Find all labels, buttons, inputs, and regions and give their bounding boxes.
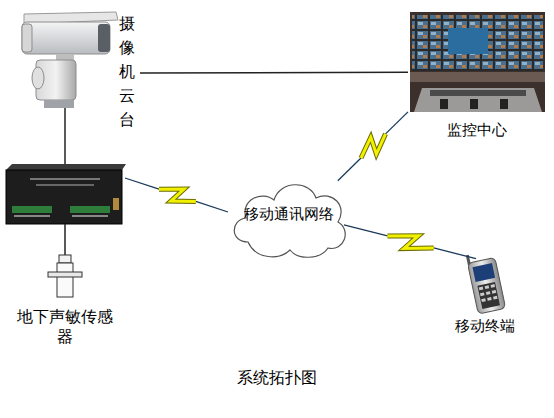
mobile-phone	[466, 250, 506, 315]
lightning-bolt	[388, 236, 434, 249]
lightning-bolt	[361, 134, 386, 158]
connector-line	[344, 225, 388, 236]
lightning-outline	[361, 134, 386, 158]
camera-wire	[64, 108, 66, 166]
lightning-outline	[388, 236, 434, 249]
figure-caption: 系统拓扑图	[0, 368, 554, 388]
wireless-connector	[344, 225, 476, 259]
ptz-camera	[22, 12, 118, 108]
connector-line	[338, 158, 361, 181]
terminal-node: 移动终端	[440, 252, 530, 336]
monitor-center-node: 监控中心	[408, 12, 546, 140]
node-label: 移动通讯网络	[228, 204, 350, 224]
cable-connector	[140, 72, 408, 74]
device-label: 摄像机云台	[118, 12, 136, 132]
connector-line	[386, 112, 408, 134]
wireless-connector	[338, 112, 408, 181]
node-label: 监控中心	[408, 120, 546, 140]
sensor-node: 地下声敏传感器	[10, 245, 120, 345]
node-label: 移动终端	[440, 316, 530, 336]
network-cloud: 移动通讯网络	[228, 172, 350, 260]
controller-box	[6, 164, 126, 224]
control-room-photo	[410, 12, 545, 112]
connector-line	[434, 248, 476, 259]
camera-node: 摄像机云台	[18, 8, 140, 133]
sensor-wire	[64, 224, 66, 256]
sensor-symbol	[48, 255, 82, 297]
device-label: 地下声敏传感器	[15, 307, 115, 347]
wireless-link	[125, 178, 228, 212]
connector-line	[140, 71, 408, 73]
